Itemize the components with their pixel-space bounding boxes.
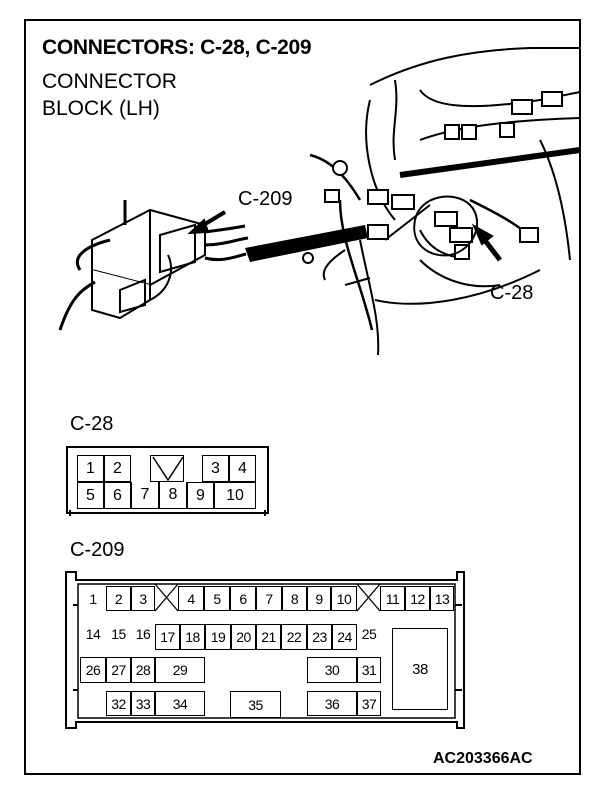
callout-c209-label: C-209 xyxy=(238,188,293,210)
c209-pin-11: 11 xyxy=(380,586,405,611)
c209-pin-12: 12 xyxy=(405,586,430,611)
c209-pin-30: 30 xyxy=(307,657,357,683)
c28-key-mark xyxy=(152,456,183,482)
c209-pin-31: 31 xyxy=(357,657,381,683)
c209-pin-18: 18 xyxy=(180,624,205,650)
c209-pin-33: 33 xyxy=(131,691,155,716)
c209-pin-2: 2 xyxy=(106,586,131,611)
c209-pin-28: 28 xyxy=(131,657,155,683)
c209-pin-17: 17 xyxy=(155,624,180,650)
c209-pin-20: 20 xyxy=(231,624,256,650)
c209-pin-36: 36 xyxy=(307,691,357,716)
c28-pin-5: 5 xyxy=(77,482,104,509)
c209-pin-32: 32 xyxy=(106,691,131,716)
c209-pin-38: 38 xyxy=(392,628,448,710)
c28-pin-7: 7 xyxy=(131,482,159,509)
c28-pin-8: 8 xyxy=(159,482,187,509)
c28-pin-9: 9 xyxy=(187,482,214,509)
c28-section-label: C-28 xyxy=(70,413,114,435)
c209-pin-3: 3 xyxy=(131,586,155,611)
c209-pin-34: 34 xyxy=(155,691,205,716)
c209-pin-35: 35 xyxy=(230,691,281,718)
c209-pin-5: 5 xyxy=(204,586,230,611)
c28-pin-10: 10 xyxy=(214,482,256,509)
callout-c28-label: C-28 xyxy=(490,282,534,304)
c28-key-slot xyxy=(150,455,184,482)
c209-section-label: C-209 xyxy=(70,539,125,561)
c209-pin-26: 26 xyxy=(80,657,106,683)
c209-pin-8: 8 xyxy=(282,586,307,611)
c28-pin-2: 2 xyxy=(104,455,131,482)
figure-title: CONNECTORS: C-28, C-209 xyxy=(42,36,312,59)
c209-pin-24: 24 xyxy=(332,624,357,650)
c28-pin-6: 6 xyxy=(104,482,131,509)
subtitle-connector: CONNECTOR xyxy=(42,70,177,93)
c209-pin-21: 21 xyxy=(256,624,281,650)
figure-frame xyxy=(24,19,581,775)
c209-pin-23: 23 xyxy=(307,624,332,650)
c209-pin-16: 16 xyxy=(131,620,155,648)
c28-pin-4: 4 xyxy=(229,455,256,482)
c209-pin-27: 27 xyxy=(106,657,131,683)
c209-pin-13: 13 xyxy=(430,586,454,611)
c209-pin-37: 37 xyxy=(357,691,381,716)
c209-pin-15: 15 xyxy=(106,620,131,648)
c209-pin-14: 14 xyxy=(80,620,106,648)
subtitle-block: BLOCK (LH) xyxy=(42,97,160,120)
c209-pin-1: 1 xyxy=(80,586,106,611)
c28-pin-1: 1 xyxy=(77,455,104,482)
c209-pin-25: 25 xyxy=(357,620,381,648)
c209-pin-9: 9 xyxy=(307,586,331,611)
c209-pin-19: 19 xyxy=(205,624,231,650)
c209-pin-4: 4 xyxy=(178,586,204,611)
c209-pin-29: 29 xyxy=(155,657,205,683)
c209-pin-10: 10 xyxy=(331,586,357,611)
figure-code: AC203366AC xyxy=(433,750,533,767)
c209-pin-6: 6 xyxy=(230,586,256,611)
c28-pin-3: 3 xyxy=(202,455,229,482)
c209-pin-7: 7 xyxy=(256,586,282,611)
c209-pin-22: 22 xyxy=(281,624,307,650)
